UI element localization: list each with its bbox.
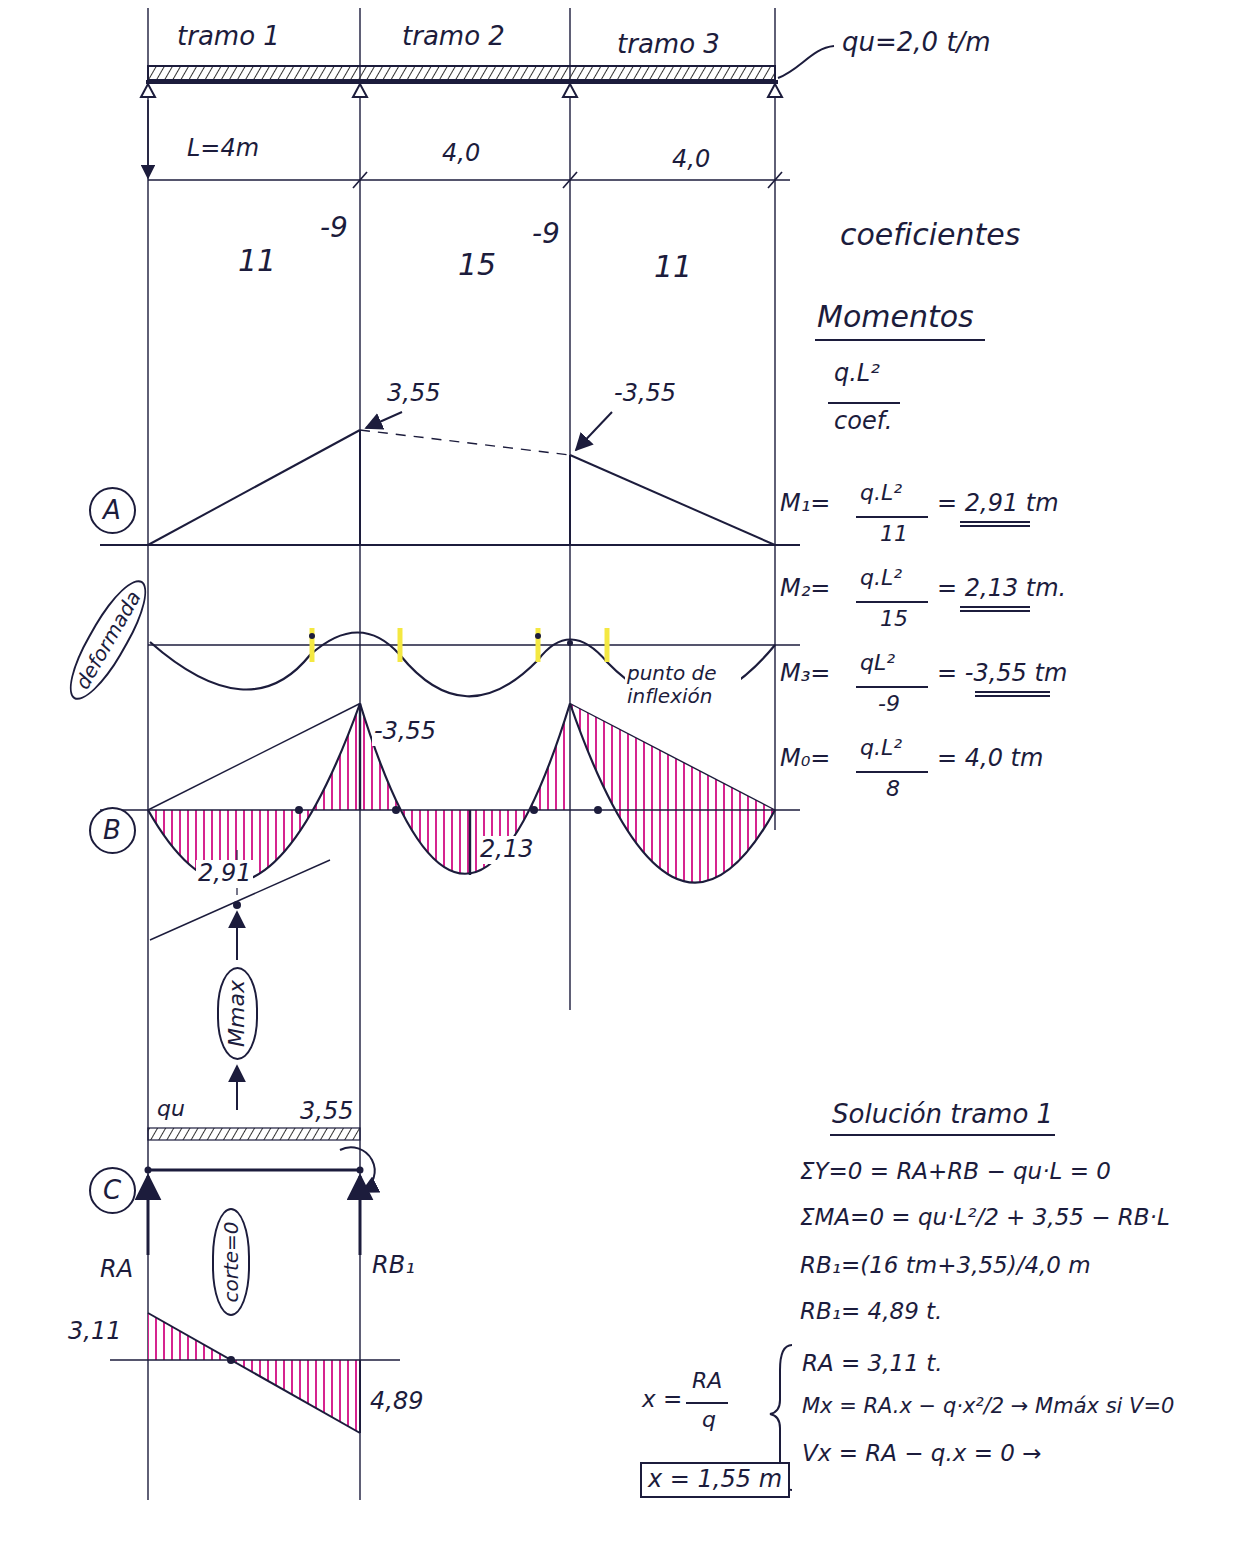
label: tramo 3 bbox=[615, 30, 722, 60]
label: punto de inflexión bbox=[625, 662, 741, 708]
label: L=4m bbox=[185, 135, 261, 163]
node-text: deformada bbox=[71, 587, 145, 693]
label: 4,0 bbox=[670, 146, 712, 174]
label: 11 bbox=[878, 521, 910, 546]
node-text: corte=0 bbox=[220, 1221, 242, 1302]
label: 2,91 bbox=[196, 860, 253, 888]
label: 11 bbox=[236, 244, 278, 279]
label: M₂= bbox=[778, 575, 832, 603]
label: -9 bbox=[876, 691, 902, 716]
node-text: A bbox=[103, 496, 121, 525]
label: q.L² bbox=[858, 565, 904, 590]
label: q.L² bbox=[858, 735, 904, 760]
label: ΣMA=0 = qu·L²/2 + 3,55 − RB·L bbox=[798, 1204, 1172, 1230]
label: Mx = RA.x − q·x²/2 → Mmáx si V=0 bbox=[800, 1394, 1176, 1418]
label: 3,55 bbox=[385, 380, 442, 408]
label: qu bbox=[155, 1096, 187, 1121]
label: -3,55 bbox=[372, 718, 438, 746]
label: ΣY=0 = RA+RB − qu·L = 0 bbox=[798, 1158, 1113, 1184]
label: 3,55 bbox=[298, 1098, 355, 1126]
note-cloud: corte=0 bbox=[212, 1208, 250, 1316]
label: = 2,13 tm. bbox=[935, 575, 1068, 603]
node-text: C bbox=[103, 1176, 121, 1205]
label: = 4,0 tm bbox=[935, 745, 1045, 773]
label: x = 1,55 m bbox=[640, 1462, 790, 1498]
label: qL² bbox=[858, 650, 897, 675]
label: -9 bbox=[530, 218, 562, 250]
label: q bbox=[700, 1407, 718, 1432]
label: Momentos bbox=[815, 300, 976, 335]
label: RA = 3,11 t. bbox=[800, 1350, 944, 1376]
label: q.L² bbox=[858, 480, 904, 505]
label: = 2,91 tm bbox=[935, 490, 1061, 518]
label: Solución tramo 1 bbox=[830, 1100, 1055, 1130]
label: -3,55 bbox=[612, 380, 678, 408]
label: Vx = RA − q.x = 0 → bbox=[800, 1440, 1043, 1466]
node-text: Mmax bbox=[225, 980, 249, 1047]
label: 15 bbox=[878, 606, 910, 631]
label: -9 bbox=[318, 212, 350, 244]
label: 8 bbox=[884, 776, 902, 801]
label: = -3,55 tm bbox=[935, 660, 1069, 688]
note-cloud: Mmax bbox=[217, 967, 258, 1060]
label: RB₁=(16 tm+3,55)/4,0 m bbox=[798, 1252, 1093, 1278]
section-circle: B bbox=[89, 807, 136, 854]
label: 15 bbox=[456, 248, 498, 283]
label: RB₁= 4,89 t. bbox=[798, 1298, 944, 1324]
label: coeficientes bbox=[838, 218, 1022, 253]
label: RA bbox=[690, 1368, 724, 1393]
node-text: B bbox=[103, 816, 121, 845]
label: 11 bbox=[652, 250, 694, 285]
label: M₃= bbox=[778, 660, 832, 688]
label: 4,0 bbox=[440, 140, 482, 168]
label: q.L² bbox=[832, 360, 882, 388]
note-cloud: deformada bbox=[58, 572, 159, 709]
section-circle: A bbox=[89, 487, 136, 534]
label: 4,89 bbox=[368, 1388, 425, 1416]
label: RA bbox=[98, 1256, 135, 1284]
section-circle: C bbox=[89, 1167, 136, 1214]
label: 2,13 bbox=[478, 836, 535, 864]
label: RB₁ bbox=[370, 1252, 417, 1280]
label: qu=2,0 t/m bbox=[840, 28, 993, 58]
label: coef. bbox=[832, 408, 894, 436]
label: 3,11 bbox=[66, 1318, 123, 1346]
label: tramo 2 bbox=[400, 22, 507, 52]
label: x = bbox=[640, 1386, 684, 1412]
label: M₁= bbox=[778, 490, 832, 518]
label: M₀= bbox=[778, 745, 832, 773]
label: tramo 1 bbox=[175, 22, 282, 52]
